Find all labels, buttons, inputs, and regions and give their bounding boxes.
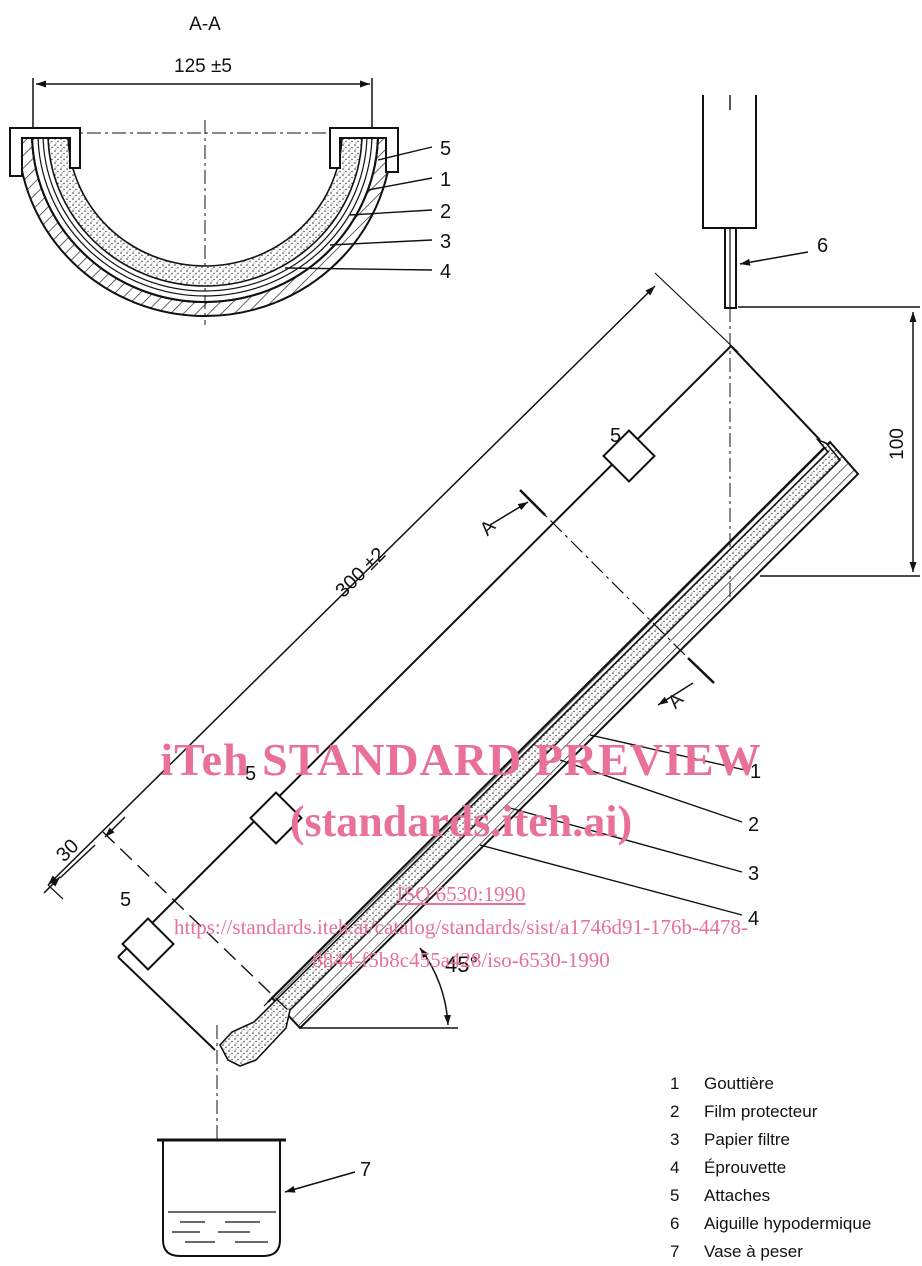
main-callout: 1 xyxy=(750,761,761,783)
section-callout: 1 xyxy=(440,169,451,191)
attachment-clip xyxy=(121,917,175,971)
drop-height-dimension xyxy=(738,306,920,577)
section-callout: 5 xyxy=(440,138,451,160)
legend-label: Gouttière xyxy=(704,1074,774,1093)
angle-arc xyxy=(419,947,451,1026)
attachment-callout: 5 xyxy=(245,763,256,785)
section-callout: 2 xyxy=(440,201,451,223)
legend-item: 2 Film protecteur xyxy=(670,1098,871,1126)
legend-item: 5 Attaches xyxy=(670,1182,871,1210)
attachment-callout: 5 xyxy=(120,889,131,911)
inclined-gutter-assembly xyxy=(43,272,860,1140)
legend: 1 Gouttière 2 Film protecteur 3 Papier filt… xyxy=(670,1070,871,1266)
legend-label: Film protecteur xyxy=(704,1102,818,1121)
attachment-callout: 5 xyxy=(610,425,621,447)
legend-number: 1 xyxy=(670,1074,680,1093)
section-width-dimension: 125 ±5 xyxy=(174,56,232,77)
angle-label: 45° xyxy=(445,952,478,977)
section-mark-lower: A xyxy=(664,689,688,713)
legend-label: Attaches xyxy=(704,1186,771,1205)
section-callouts: 5 1 2 3 4 xyxy=(440,138,451,283)
section-clip-left xyxy=(9,127,81,177)
section-callout: 3 xyxy=(440,231,451,253)
main-callout: 2 xyxy=(748,814,759,836)
length-dimension-line xyxy=(47,285,656,886)
attachment-clip xyxy=(249,791,303,845)
legend-number: 2 xyxy=(670,1102,680,1121)
legend-label: Papier filtre xyxy=(704,1130,790,1149)
legend-number: 3 xyxy=(670,1130,680,1149)
weighing-vessel xyxy=(157,1138,356,1257)
legend-item: 6 Aiguille hypodermique xyxy=(670,1210,871,1238)
section-mark-upper: A xyxy=(476,516,500,540)
offset-dimension-label: 30 xyxy=(52,835,83,866)
needle-callout: 6 xyxy=(817,235,828,257)
frame-top-edge xyxy=(730,345,821,441)
length-dimension-label: 300 ±2 xyxy=(331,543,390,602)
legend-number: 7 xyxy=(670,1242,680,1261)
section-callout: 4 xyxy=(440,261,451,283)
legend-label: Aiguille hypodermique xyxy=(704,1214,872,1233)
vessel-leader xyxy=(284,1171,356,1193)
legend-number: 4 xyxy=(670,1158,680,1177)
main-callout: 4 xyxy=(748,908,759,930)
legend-item: 1 Gouttière xyxy=(670,1070,871,1098)
legend-label: Vase à peser xyxy=(704,1242,803,1261)
legend-number: 6 xyxy=(670,1214,680,1233)
legend-label: Éprouvette xyxy=(704,1158,787,1177)
attachment-clip xyxy=(602,429,656,483)
legend-number: 5 xyxy=(670,1186,680,1205)
needle-leader xyxy=(739,251,809,266)
legend-item: 4 Éprouvette xyxy=(670,1154,871,1182)
legend-item: 7 Vase à peser xyxy=(670,1238,871,1266)
specimen-strip xyxy=(219,438,842,1067)
section-title: A-A xyxy=(189,14,221,35)
main-callout: 3 xyxy=(748,863,759,885)
legend-item: 3 Papier filtre xyxy=(670,1126,871,1154)
section-clip-right xyxy=(329,127,399,173)
section-cut-line xyxy=(529,499,701,671)
drop-height-label: 100 xyxy=(887,428,908,460)
section-view: A-A 125 ±5 xyxy=(9,14,433,325)
vessel-callout: 7 xyxy=(360,1159,371,1181)
